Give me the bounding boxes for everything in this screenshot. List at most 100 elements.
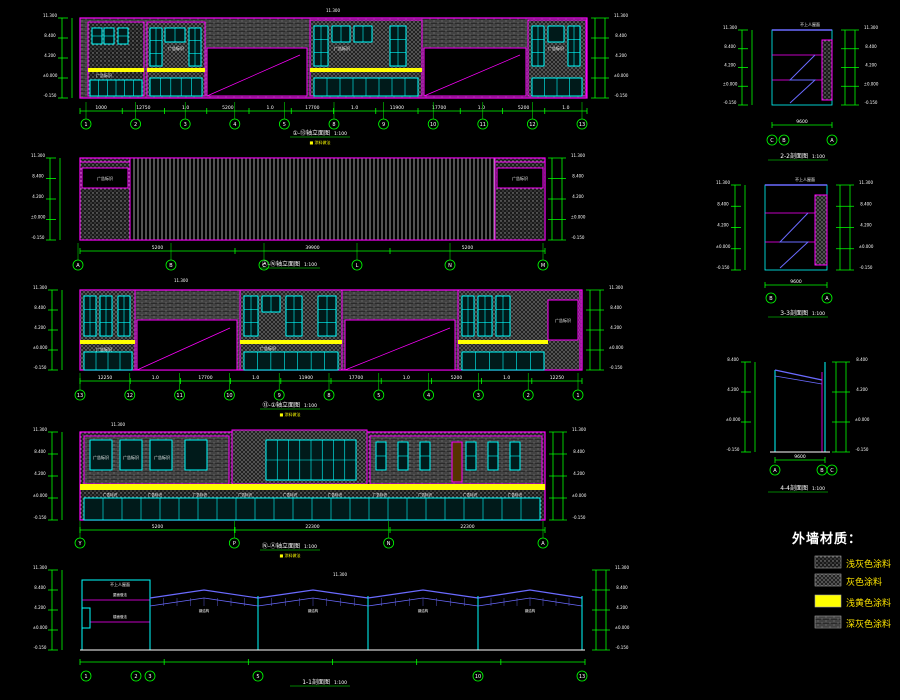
e3-level-label: -0.150 [34, 365, 47, 370]
s1-label-floor: 楼面做法 [113, 614, 127, 619]
e1r-level-label: ±0.000 [614, 73, 629, 78]
e1-axis-bubble-label: 4 [233, 122, 236, 128]
e3r-level-label: 8.400 [610, 305, 622, 310]
e1-axis-bubble [427, 118, 439, 130]
e4-note: ■ 涂料做法 [279, 552, 300, 558]
s2-axis [778, 134, 790, 146]
window [89, 439, 113, 471]
e3-axis-bubble-label: 2 [527, 393, 530, 399]
s4-dim-text: 9600 [794, 454, 806, 460]
s1-label-roof: 不上人屋面 [110, 581, 130, 587]
s4-axis-label: B [820, 468, 824, 474]
e4r-level-label: 4.200 [573, 471, 585, 476]
e4-shop-sign: 广告标识 [373, 492, 387, 497]
e1-scale: 1:100 [334, 131, 347, 137]
e3-axis-bubble-label: 11 [176, 393, 182, 399]
e4-level-label: 11.300 [33, 427, 47, 432]
e4-door [451, 441, 463, 483]
s1-level-label: 11.300 [33, 565, 47, 570]
e2-sign-right [496, 167, 544, 189]
e4-shop-sign: 广告标识 [283, 492, 297, 497]
e4-shop-sign: 广告标识 [193, 492, 207, 497]
e3-dim-text: 1.0 [252, 375, 259, 381]
e2-axis-bubble-label: A [76, 263, 80, 269]
legend-label-3: 浅黄色涂料 [846, 599, 892, 609]
e4-shop-sign: 广告标识 [148, 492, 162, 497]
e1-axis-bubble [378, 118, 390, 130]
e4-axis-bubble [228, 537, 240, 549]
e4-shop-sign: 广告标识 [418, 492, 432, 497]
e3-sign-band-3 [458, 340, 548, 344]
e1-axis-bubble-label: 12 [529, 122, 535, 128]
s2-axis-label: B [782, 138, 786, 144]
e4-dim-text: 22300 [460, 524, 474, 530]
e3-opening-1 [136, 319, 238, 371]
e1-axis-bubble [278, 118, 290, 130]
s1-axis-bubble-label: 10 [475, 674, 481, 680]
e4-top-level: 11.300 [111, 422, 125, 427]
e3-axis-bubble-label: 8 [327, 393, 330, 399]
e3-scale: 1:100 [304, 403, 317, 409]
e1-level-label: -0.150 [44, 93, 57, 98]
e3-level-label: 11.300 [33, 285, 47, 290]
e3-level-label: 4.200 [34, 325, 46, 330]
e1-axis-bubble [328, 118, 340, 130]
s1-axis-bubble [472, 670, 484, 682]
s4-axis [769, 464, 781, 476]
legend-title: 外墙材质： [792, 532, 863, 547]
s3-dim-text: 9600 [790, 279, 802, 285]
s1-truss-top [367, 589, 479, 599]
e3-sign-text-1: 广告标识 [96, 346, 112, 352]
e3-dim-text: 5200 [451, 375, 463, 381]
s2r-level-label: 8.400 [865, 44, 877, 49]
e2r-level-label: 11.300 [571, 153, 585, 158]
s3-axis [765, 292, 777, 304]
s1-axis-bubble [130, 670, 142, 682]
e2-sign-left [81, 167, 129, 189]
e2r-level-label: 4.200 [572, 194, 584, 199]
e4-shop-sign: 广告标识 [508, 492, 522, 497]
e1-axis-bubble [80, 118, 92, 130]
e1-sign-text-2: 广告标识 [168, 45, 184, 51]
s1-truss-top [149, 589, 259, 599]
s4r-level-label: -0.150 [856, 447, 869, 452]
legend-swatch-1 [814, 555, 842, 569]
e3-axis-bubble-label: 1 [576, 393, 579, 399]
e2-axis-bubble [537, 259, 549, 271]
e3-axis-bubble-label: 9 [278, 393, 281, 399]
s3-level-label: 8.400 [717, 201, 729, 206]
s2-axis [826, 134, 838, 146]
e3-axis-bubble-label: 10 [226, 393, 232, 399]
e1-dim-text: 17700 [305, 105, 319, 111]
s2-stair [788, 54, 817, 104]
s4r-level-label: ±0.000 [855, 417, 870, 422]
e3-axis-bubble [323, 389, 335, 401]
s3-axis-label: A [825, 296, 829, 302]
e4-axis-bubble-label: P [233, 541, 236, 547]
e4r-level-label: 11.300 [572, 427, 586, 432]
legend-label-1: 浅灰色涂料 [846, 560, 892, 570]
e3-sign-box [547, 299, 579, 341]
s2r-level-label: ±0.000 [864, 81, 879, 86]
e2-axis-bubble-label: L [356, 263, 359, 269]
e4r-level-label: ±0.000 [572, 493, 587, 498]
e1r-level-label: 11.300 [614, 13, 628, 18]
s3r-level-label: -0.150 [860, 265, 873, 270]
e1-dim-text: 11900 [390, 105, 404, 111]
e1-axis-bubble-label: 13 [579, 122, 585, 128]
e3-axis-bubble-label: 5 [377, 393, 380, 399]
e4-shop-sign: 广告标识 [238, 492, 252, 497]
s3-level-label: ±0.000 [716, 244, 731, 249]
e1-axis-bubble [130, 118, 142, 130]
e3-dim-text: 17700 [198, 375, 212, 381]
e1-dim-text: 1000 [95, 105, 107, 111]
e1-sign-band [88, 68, 144, 72]
e1-note: ■ 涂料做法 [309, 139, 330, 145]
e3-dim-text: 11900 [299, 375, 313, 381]
e1-opening-1 [206, 47, 308, 97]
window [243, 351, 339, 371]
e3-top-level: 11.300 [174, 278, 188, 283]
s1-axis-bubble-label: 13 [579, 674, 585, 680]
s1r-level-label: 11.300 [615, 565, 629, 570]
e4-axis-bubble [537, 537, 549, 549]
